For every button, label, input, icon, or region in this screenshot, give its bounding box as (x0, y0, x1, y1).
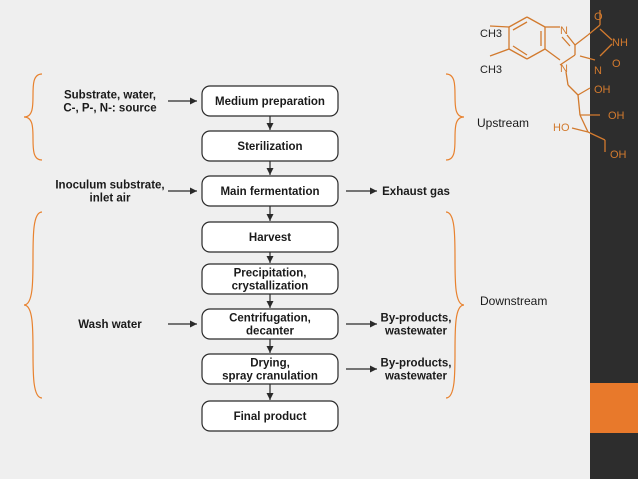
output-label-line-1: wastewater (384, 326, 448, 338)
brace-downstream-left (23, 211, 43, 399)
molecule-bond (508, 16, 528, 28)
molecule-atom-label: OH (608, 110, 625, 122)
molecule-bond (577, 94, 581, 116)
step-label-line-0: Final product (234, 411, 307, 423)
output-2: By-products,wastewater (346, 358, 451, 383)
upstream-label: Upstream (477, 116, 529, 130)
step-box (201, 85, 339, 117)
molecule-atom-label: N (594, 65, 602, 77)
molecule-bond (587, 24, 601, 36)
input-2: Wash water (78, 319, 197, 331)
brace-upstream-left (23, 73, 43, 161)
molecule-atom-label: N (560, 25, 568, 37)
molecule-bond (587, 131, 606, 141)
step-label-line-1: spray cranulation (222, 371, 318, 383)
molecule-bond (526, 48, 546, 60)
output-label-line-1: wastewater (384, 371, 448, 383)
molecule-atom-label: O (612, 58, 621, 70)
input-label-line-0: Substrate, water, (64, 90, 156, 102)
molecule-bond (574, 34, 589, 46)
molecule-bond (566, 34, 576, 46)
molecule-bond (512, 45, 528, 56)
molecule-bond (489, 48, 510, 57)
molecule-bond (561, 36, 571, 47)
molecule-bond (567, 84, 579, 96)
molecule-bond (544, 48, 561, 61)
step-label-line-0: Medium preparation (215, 96, 325, 108)
step-box (201, 308, 339, 340)
step-1: Sterilization (201, 130, 339, 162)
molecule-bond (571, 127, 589, 133)
step-box (201, 221, 339, 253)
molecule-bond (565, 71, 569, 86)
step-5: Centrifugation,decanter (201, 308, 339, 340)
step-label-line-0: Centrifugation, (229, 313, 311, 325)
molecule-atom-label: OH (610, 149, 627, 161)
step-box (201, 400, 339, 432)
brace-downstream-right (445, 211, 465, 399)
molecule-bond (599, 28, 613, 41)
molecule-atom-label: OH (594, 84, 611, 96)
molecule-atom-label: NH (612, 37, 628, 49)
input-0: Substrate, water,C-, P-, N-: source (63, 90, 197, 115)
output-1: By-products,wastewater (346, 313, 451, 338)
step-0: Medium preparation (201, 85, 339, 117)
section-braces (23, 73, 465, 399)
molecule-atom-label: HO (553, 122, 570, 134)
step-label-line-0: Precipitation, (234, 268, 307, 280)
molecule-bond (577, 87, 591, 96)
step-4: Precipitation,crystallization (201, 263, 339, 295)
step-label-line-0: Main fermentation (220, 186, 319, 198)
molecule-atom-label: CH3 (480, 28, 502, 40)
molecule-bond (559, 54, 576, 66)
output-0: Exhaust gas (346, 186, 450, 198)
side-labels: Substrate, water,C-, P-, N-: sourceInocu… (55, 90, 451, 383)
step-box (201, 130, 339, 162)
input-label-line-1: C-, P-, N-: source (63, 103, 156, 115)
step-label-line-0: Harvest (249, 232, 291, 244)
input-label-line-1: inlet air (90, 193, 131, 205)
molecule-bond (512, 21, 528, 31)
molecule-atom-label: CH3 (480, 64, 502, 76)
step-label-line-0: Drying, (250, 358, 290, 370)
molecule-bond (579, 55, 596, 61)
output-label-line-0: By-products, (381, 313, 452, 325)
step-7: Final product (201, 400, 339, 432)
molecule-atom-label: O (594, 11, 603, 23)
molecule-bond (489, 25, 510, 28)
molecule-bond (579, 114, 589, 133)
step-label-line-1: decanter (246, 326, 294, 338)
input-1: Inoculum substrate,inlet air (55, 180, 197, 205)
downstream-label: Downstream (480, 294, 547, 308)
output-label-line-0: By-products, (381, 358, 452, 370)
step-2: Main fermentation (201, 175, 339, 207)
input-label-line-0: Inoculum substrate, (55, 180, 164, 192)
step-box (201, 353, 339, 385)
molecule-atom-label: N (560, 63, 568, 75)
step-label-line-1: crystallization (232, 281, 309, 293)
output-label-line-0: Exhaust gas (382, 186, 450, 198)
molecule-bond (508, 48, 528, 60)
sidebar-accent-block (590, 383, 638, 433)
step-3: Harvest (201, 221, 339, 253)
step-box (201, 175, 339, 207)
step-box (201, 263, 339, 295)
step-6: Drying,spray cranulation (201, 353, 339, 385)
molecule-bond (599, 43, 613, 57)
brace-upstream-right (445, 73, 465, 161)
molecule-bond (526, 16, 546, 28)
step-label-line-0: Sterilization (237, 141, 302, 153)
input-label-line-0: Wash water (78, 319, 142, 331)
